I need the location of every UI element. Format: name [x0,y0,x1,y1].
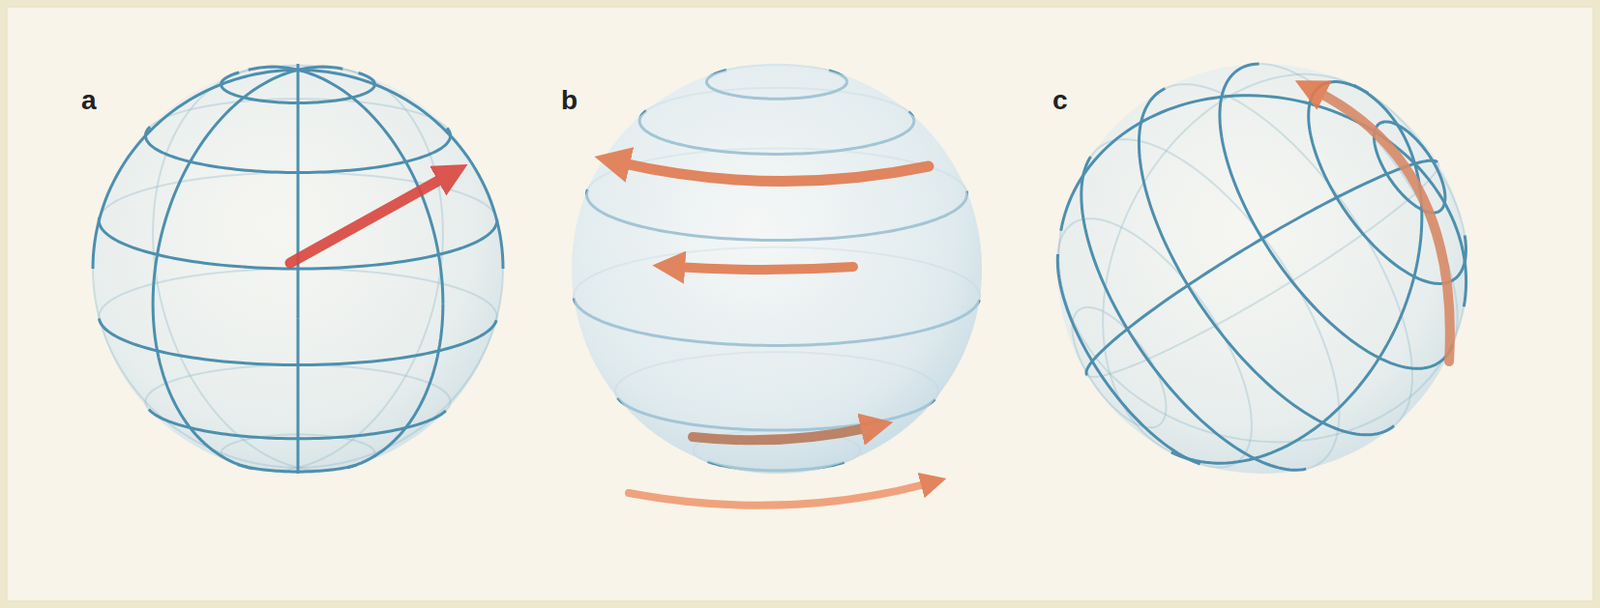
grid-line [347,303,444,468]
grid-line [1219,63,1453,369]
grid-line-back [1461,219,1466,236]
panel-letter: b [561,87,578,115]
grid-line [296,63,300,319]
grid-line-back [1367,92,1461,220]
grid-line [1309,85,1423,433]
sphere-body [571,63,982,475]
rotation-arrow [675,266,854,270]
grid-line-back [1091,139,1333,366]
sphere-a [92,63,504,475]
grid-line [92,69,504,269]
rotation-arrow [692,427,871,441]
grid-line [296,318,300,475]
precession-arrow [1315,90,1451,362]
rotation-arrow [619,162,929,182]
grid-line [1138,88,1394,435]
panel-letter: a [81,87,97,115]
sphere-body [1057,63,1468,475]
sphere-c [1057,63,1468,475]
grid-line [152,66,343,470]
grid-line-back [152,69,348,472]
grid-line [1061,95,1467,308]
sphere-body [92,63,504,475]
rotation-arrow [628,483,929,506]
grid-line-back [1087,242,1351,378]
grid-line [1086,160,1438,376]
grid-line [1171,432,1310,464]
sphere-body [571,63,982,475]
panel-letter: c [1052,87,1068,115]
spin-arrow [290,176,447,264]
grid-line [1081,156,1306,471]
sphere-b [571,63,982,475]
grid-line-back [296,63,299,475]
grid-line [248,66,444,304]
grid-line-back [1393,324,1413,426]
grid-line [1057,254,1200,465]
